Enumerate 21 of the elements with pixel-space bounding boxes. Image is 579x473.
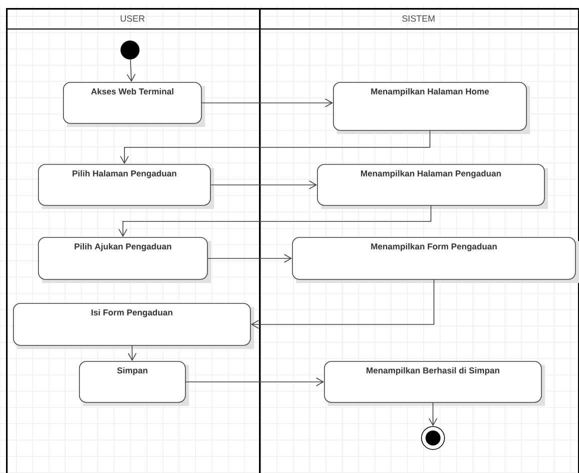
start-dot [120,40,140,60]
action-box: Simpan [79,361,189,406]
arrow [118,205,432,237]
end-dot [421,426,445,450]
action-box: Menampilkan Halaman Pengaduan [317,164,548,209]
arrow [126,59,136,82]
arrow [128,345,137,361]
arrow [185,378,324,386]
arrow [120,130,430,164]
action-box: Menampilkan Halaman Home [333,82,530,134]
arrow [207,254,292,263]
action-box: Isi Form Pengaduan [13,303,254,349]
arrow [210,180,317,190]
action-box: Pilih Ajukan Pengaduan [38,236,211,283]
arrow [250,279,434,329]
action-box: Akses Web Terminal [63,82,205,127]
arrow [428,402,438,426]
action-box: Pilih Halaman Pengaduan [38,164,214,209]
arrow [201,98,333,108]
action-box: Menampilkan Form Pengaduan [292,236,579,283]
action-box: Menampilkan Berhasil di Simpan [324,361,545,406]
